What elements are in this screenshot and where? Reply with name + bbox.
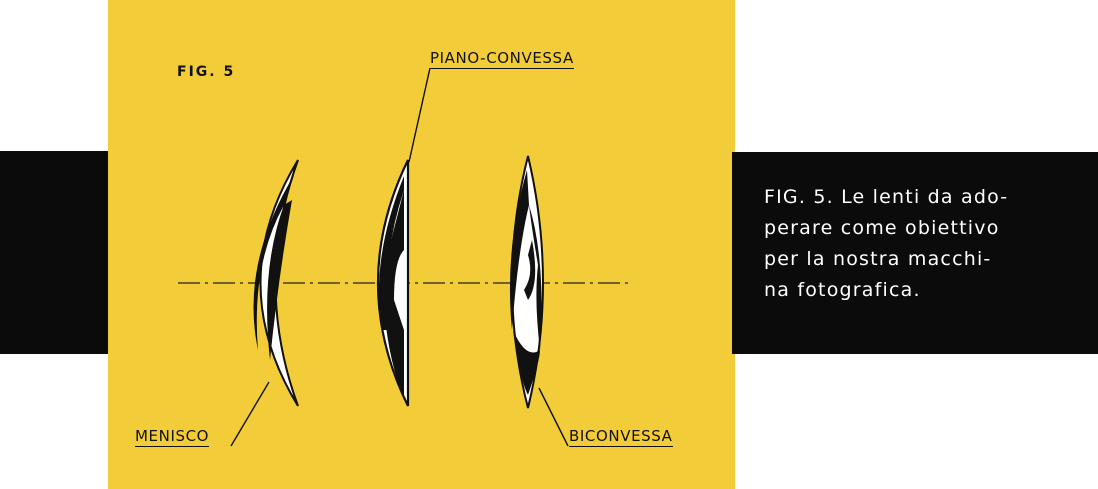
lens-diagram <box>178 67 628 447</box>
piano-convessa-lens <box>377 159 410 407</box>
left-black-bar <box>0 151 116 354</box>
leader-line-piano-convessa <box>408 67 431 163</box>
figure-panel: FIG. 5 PIANO-CONVESSA MENISCO BICONVESSA <box>108 0 735 489</box>
caption-box: FIG. 5. Le lenti da ado- perare come obi… <box>732 152 1098 354</box>
biconvessa-lens <box>509 155 544 409</box>
piano-convessa-label: PIANO-CONVESSA <box>430 49 574 69</box>
caption-line: na fotografica. <box>764 279 921 301</box>
menisco-lens <box>253 159 299 407</box>
caption-line: per la nostra macchi- <box>764 248 992 270</box>
menisco-label: MENISCO <box>135 427 210 447</box>
leader-line-biconvessa <box>538 387 569 447</box>
figure-number-label: FIG. 5 <box>177 64 236 80</box>
biconvessa-label: BICONVESSA <box>569 427 673 447</box>
figure-caption: FIG. 5. Le lenti da ado- perare come obi… <box>764 182 1068 306</box>
caption-line: FIG. 5. Le lenti da ado- <box>764 186 1009 208</box>
caption-line: perare come obiettivo <box>764 217 1000 239</box>
leader-line-menisco <box>230 381 270 447</box>
